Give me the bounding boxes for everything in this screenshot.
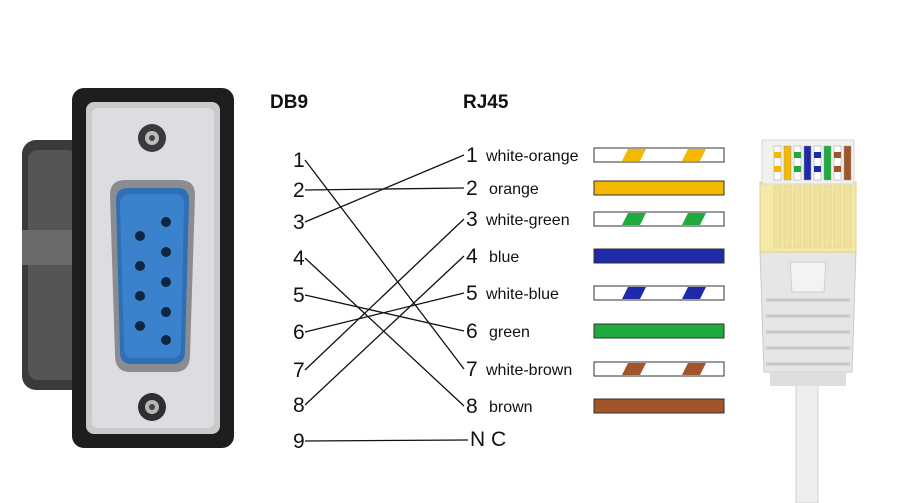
db9-pin-8: 8 [293, 394, 305, 417]
rj45-color-label-1: white-orange [485, 148, 579, 165]
db9-connector-image [22, 88, 234, 448]
db9-pin-9: 9 [293, 430, 305, 453]
wire-color-bar-6 [593, 323, 725, 339]
rj45-plug-image [759, 139, 857, 503]
rj45-pin-1: 1 [466, 144, 478, 167]
wire-color-bar-2 [593, 180, 725, 196]
db9-pin-7: 7 [293, 359, 305, 382]
rj45-color-label-6: green [489, 324, 530, 341]
db9-pin-4: 4 [293, 247, 305, 270]
db9-pin-5: 5 [293, 284, 305, 307]
rj45-pin-7: 7 [466, 358, 478, 381]
rj45-pin-2: 2 [466, 177, 478, 200]
wire-db9-6-to-rj45-5 [304, 292, 465, 333]
rj45-pin-3: 3 [466, 208, 478, 231]
db9-pin-6: 6 [293, 321, 305, 344]
rj45-color-label-2: orange [489, 181, 539, 198]
rj45-color-label-5: white-blue [485, 286, 559, 303]
wire-db9-9-to-nc [304, 439, 469, 442]
wiring-lines [304, 154, 469, 442]
rj45-color-label-8: brown [489, 399, 533, 416]
wire-db9-4-to-rj45-8 [304, 257, 465, 407]
wire-color-bar-4 [593, 248, 725, 264]
wire-db9-7-to-rj45-3 [304, 218, 465, 371]
db9-pin-3: 3 [293, 211, 305, 234]
wire-color-bar-1 [593, 147, 725, 163]
wire-color-bar-5 [593, 285, 725, 301]
rj45-color-label-7: white-brown [485, 362, 572, 379]
rj45-pin-8: 8 [466, 395, 478, 418]
wire-color-bar-7 [593, 361, 725, 377]
wire-db9-3-to-rj45-1 [304, 154, 465, 223]
rj45-pin-4: 4 [466, 245, 478, 268]
db9-pin-1: 1 [293, 149, 305, 172]
db9-header: DB9 [270, 92, 308, 113]
wire-db9-8-to-rj45-4 [304, 255, 465, 406]
db9-pin-2: 2 [293, 179, 305, 202]
wire-color-bars [593, 147, 725, 414]
not-connected-label: N C [470, 428, 506, 451]
rj45-color-label-4: blue [489, 249, 519, 266]
db9-pin-list: 1 2 3 4 5 6 7 8 9 [293, 149, 305, 453]
wire-color-bar-8 [593, 398, 725, 414]
wire-color-bar-3 [593, 211, 725, 227]
rj45-header: RJ45 [463, 92, 509, 113]
rj45-pin-6: 6 [466, 320, 478, 343]
wire-db9-1-to-rj45-7 [304, 159, 465, 370]
rj45-pin-5: 5 [466, 282, 478, 305]
rj45-color-label-3: white-green [485, 212, 570, 229]
rj45-pin-list: 1 white-orange 2 orange 3 white-green 4 blue 5 wh… [466, 144, 579, 418]
